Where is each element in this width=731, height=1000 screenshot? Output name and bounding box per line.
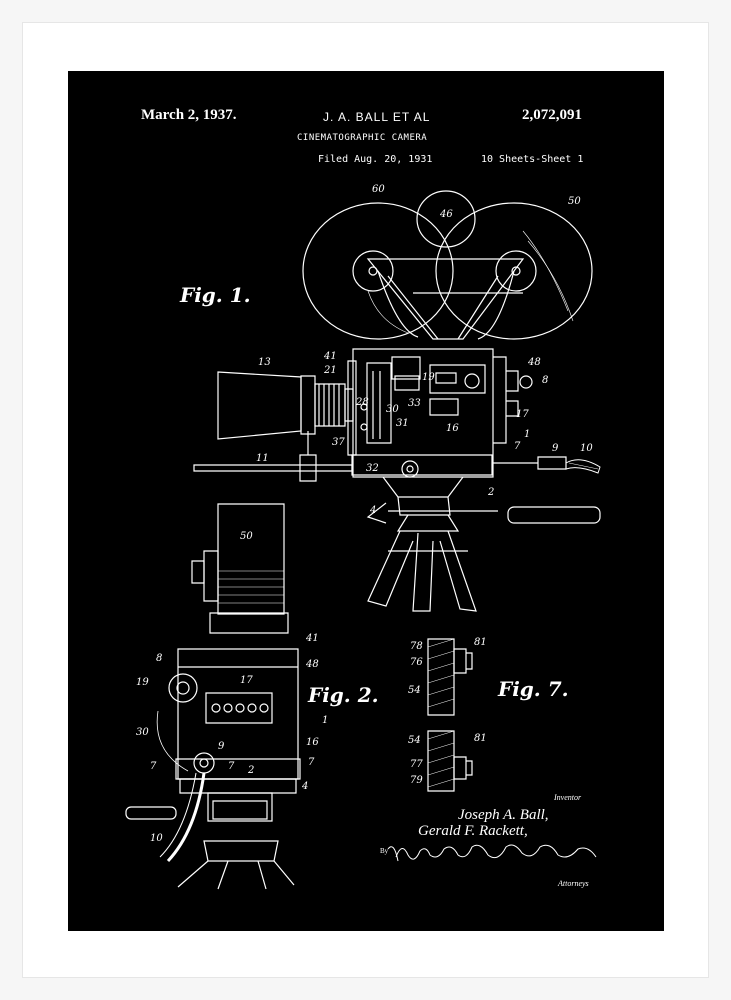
- ref-label: 76: [410, 657, 423, 668]
- ref-label: 81: [474, 733, 487, 744]
- attorneys-label: Attorneys: [558, 879, 589, 888]
- ref-label: 2: [248, 765, 255, 776]
- ref-label: 54: [408, 685, 421, 696]
- ref-label: 4: [370, 505, 377, 516]
- ref-label: 10: [150, 833, 163, 844]
- fig7-upper-member: [428, 639, 454, 715]
- fig1-caption: Fig. 1.: [180, 283, 251, 307]
- ref-label: 79: [410, 775, 423, 786]
- inventor-label: Inventor: [554, 793, 582, 802]
- ref-label: 41: [324, 351, 337, 362]
- ref-label: 78: [410, 641, 423, 652]
- ref-label: 30: [136, 727, 149, 738]
- fig1-reel-right: [436, 203, 592, 339]
- fig1-reel-left: [303, 203, 453, 339]
- patent-number: 2,072,091: [522, 107, 582, 123]
- ref-label: 81: [474, 637, 487, 648]
- ref-label: 19: [422, 372, 435, 383]
- ref-label: 50: [568, 196, 581, 207]
- ref-label: 30: [386, 404, 399, 415]
- ref-label: 28: [356, 397, 369, 408]
- ref-label: 48: [306, 659, 319, 670]
- attorney-signature: [68, 71, 664, 931]
- ref-label: 77: [410, 759, 423, 770]
- ref-label: 31: [396, 418, 409, 429]
- fig7-caption: Fig. 7.: [498, 677, 569, 701]
- ref-label: 4: [302, 781, 309, 792]
- ref-label: 1: [322, 715, 329, 726]
- ref-label: 8: [156, 653, 163, 664]
- ref-label: 13: [258, 357, 271, 368]
- inventor-name-2: Gerald F. Rackett,: [418, 823, 528, 839]
- ref-label: 8: [542, 375, 549, 386]
- ref-label: 1: [524, 429, 531, 440]
- ref-label: 54: [408, 735, 421, 746]
- inventors-header: J. A. BALL ET AL: [323, 110, 431, 124]
- patent-date: March 2, 1937.: [141, 107, 237, 123]
- ref-label: 48: [528, 357, 541, 368]
- ref-label: 33: [408, 398, 421, 409]
- ref-label: 7: [514, 441, 521, 452]
- ref-label: 50: [240, 531, 253, 542]
- ref-label: 17: [516, 409, 529, 420]
- ref-label: 2: [488, 487, 495, 498]
- ref-label: 7: [150, 761, 157, 772]
- ref-label: 46: [440, 209, 453, 220]
- ref-label: 60: [372, 184, 385, 195]
- fig2-camera-drawing: [126, 504, 300, 889]
- fig2-caption: Fig. 2.: [308, 683, 379, 707]
- ref-label: 21: [324, 365, 337, 376]
- ref-label: 17: [240, 675, 253, 686]
- ref-label: 7: [228, 761, 235, 772]
- patent-drawing: [68, 71, 664, 931]
- ref-label: 7: [308, 757, 315, 768]
- filed-date: Filed Aug. 20, 1931: [318, 154, 433, 165]
- patent-sheet: March 2, 1937. J. A. BALL ET AL 2,072,09…: [68, 71, 664, 931]
- ref-label: 10: [580, 443, 593, 454]
- ref-label: 37: [332, 437, 345, 448]
- ref-label: 11: [256, 453, 269, 464]
- ref-label: 16: [446, 423, 459, 434]
- inventor-name-1: Joseph A. Ball,: [458, 807, 549, 823]
- ref-label: 32: [366, 463, 379, 474]
- ref-label: 19: [136, 677, 149, 688]
- fig7-detail-drawing: [428, 639, 472, 791]
- ref-label: 9: [218, 741, 225, 752]
- fig1-reel-hub-top: [417, 191, 475, 247]
- patent-title: CINEMATOGRAPHIC CAMERA: [297, 133, 428, 143]
- ref-label: 9: [552, 443, 559, 454]
- ref-label: 41: [306, 633, 319, 644]
- fig1-camera-drawing: [194, 191, 600, 611]
- ref-label: 16: [306, 737, 319, 748]
- sheet-count: 10 Sheets-Sheet 1: [481, 154, 584, 165]
- by-label: By: [380, 847, 389, 855]
